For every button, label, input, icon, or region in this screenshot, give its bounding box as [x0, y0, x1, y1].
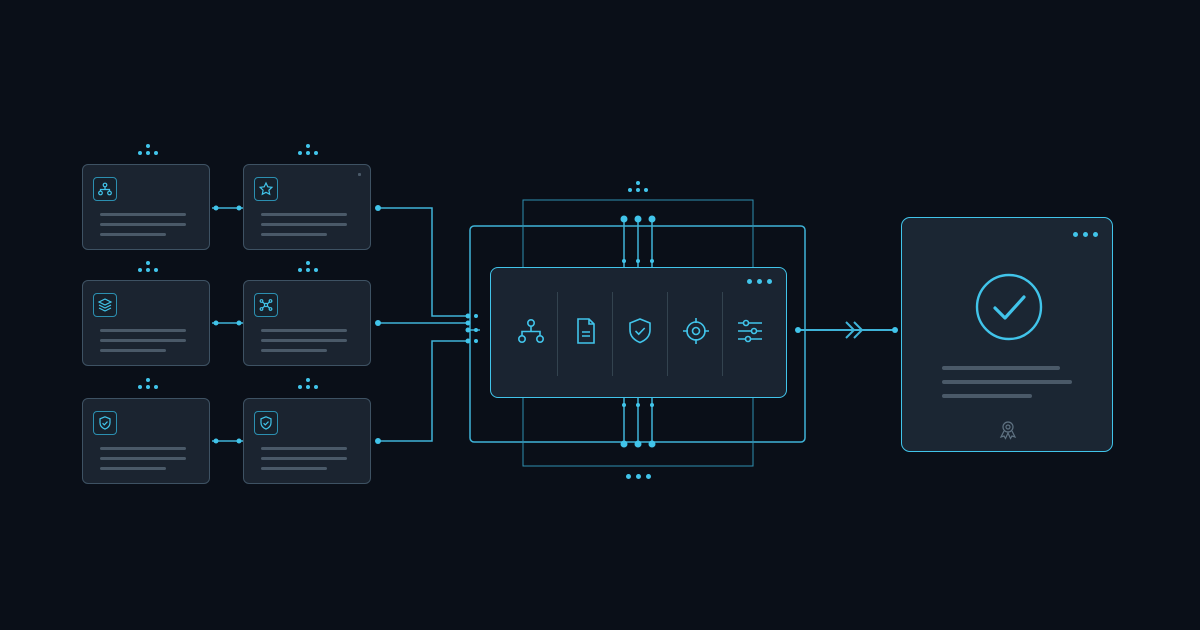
- dots-cluster-icon: [138, 144, 158, 155]
- divider: [722, 292, 723, 376]
- placeholder-line: [261, 223, 347, 226]
- dots-cluster-icon: [298, 144, 318, 155]
- star-icon: [254, 177, 278, 201]
- dots-cluster-icon: [298, 378, 318, 389]
- placeholder-line: [100, 233, 166, 236]
- shield-check-icon: [93, 411, 117, 435]
- source-card[interactable]: [82, 164, 210, 250]
- placeholder-line: [261, 349, 327, 352]
- source-card[interactable]: [243, 398, 371, 484]
- placeholder-line: [100, 213, 186, 216]
- hierarchy-icon: [93, 177, 117, 201]
- placeholder-line: [942, 366, 1060, 370]
- placeholder-line: [261, 213, 347, 216]
- layers-icon: [93, 293, 117, 317]
- document-icon[interactable]: [571, 316, 601, 346]
- more-dots-icon: [626, 474, 651, 479]
- placeholder-line: [100, 349, 166, 352]
- sliders-icon[interactable]: [735, 316, 765, 346]
- placeholder-line: [942, 380, 1072, 384]
- divider: [557, 292, 558, 376]
- shield-check-icon: [254, 411, 278, 435]
- target-icon[interactable]: [681, 316, 711, 346]
- dots-cluster-icon: [138, 261, 158, 272]
- source-card[interactable]: [243, 280, 371, 366]
- processing-hub[interactable]: [490, 267, 787, 398]
- placeholder-line: [261, 233, 327, 236]
- result-card[interactable]: [901, 217, 1113, 452]
- network-icon: [254, 293, 278, 317]
- placeholder-line: [261, 339, 347, 342]
- placeholder-line: [100, 467, 166, 470]
- source-card[interactable]: [82, 280, 210, 366]
- dots-cluster-icon: [138, 378, 158, 389]
- more-dots-icon[interactable]: [747, 279, 772, 284]
- more-dots-icon[interactable]: [1073, 232, 1098, 237]
- placeholder-line: [100, 223, 186, 226]
- award-badge-icon: [999, 421, 1017, 440]
- source-card[interactable]: [82, 398, 210, 484]
- placeholder-line: [100, 329, 186, 332]
- shield-check-icon[interactable]: [625, 316, 655, 346]
- placeholder-line: [100, 457, 186, 460]
- close-icon[interactable]: [358, 173, 361, 176]
- divider: [667, 292, 668, 376]
- placeholder-line: [100, 447, 186, 450]
- source-card[interactable]: [243, 164, 371, 250]
- placeholder-line: [261, 457, 347, 460]
- dots-cluster-icon: [628, 181, 648, 192]
- dots-cluster-icon: [298, 261, 318, 272]
- placeholder-line: [942, 394, 1032, 398]
- placeholder-line: [100, 339, 186, 342]
- placeholder-line: [261, 447, 347, 450]
- placeholder-line: [261, 467, 327, 470]
- check-circle-icon: [975, 273, 1043, 341]
- placeholder-line: [261, 329, 347, 332]
- hierarchy-icon[interactable]: [516, 316, 546, 346]
- divider: [612, 292, 613, 376]
